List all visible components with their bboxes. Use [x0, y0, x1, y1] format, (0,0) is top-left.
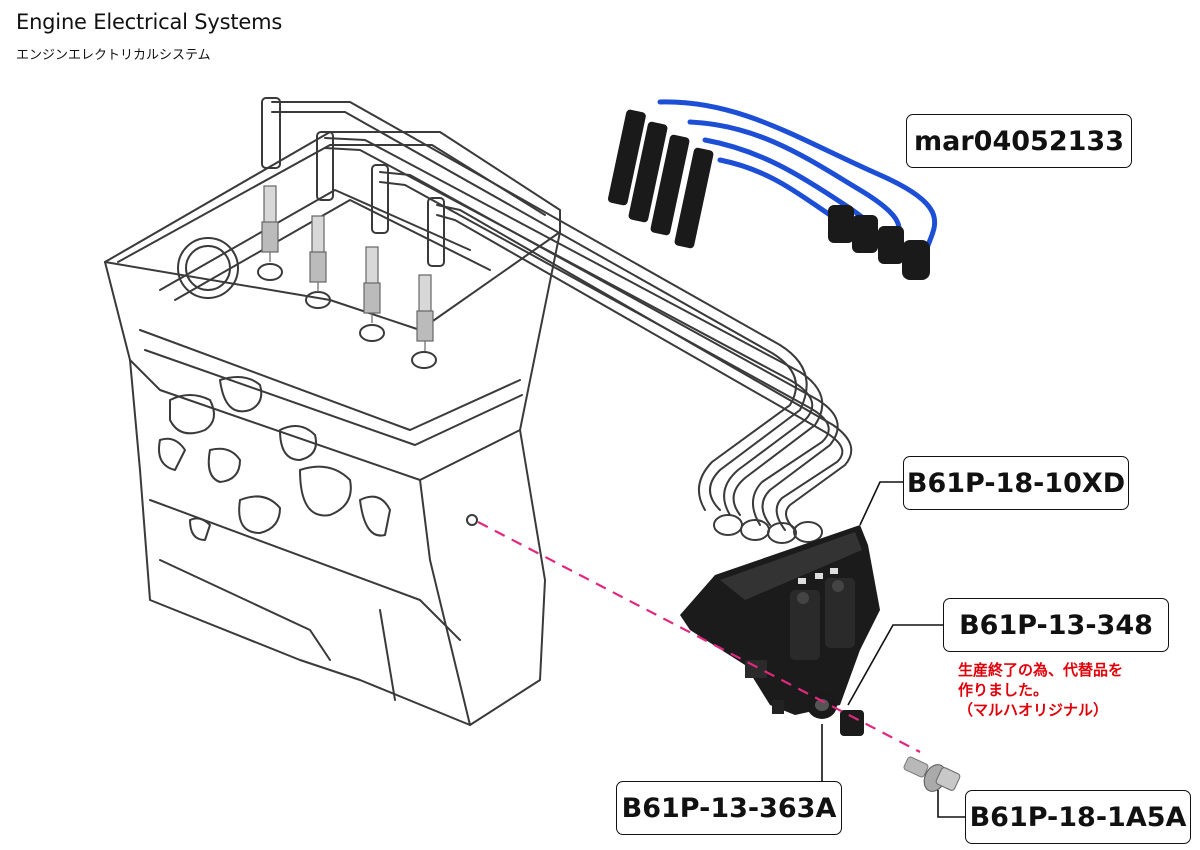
callout-wire-set: mar04052133 [906, 114, 1132, 168]
engine-block-outline [104, 131, 561, 726]
callout-ignition-coil: B61P-18-10XD [903, 456, 1129, 510]
plug-wire-set [607, 99, 938, 280]
note-line-2: 作りました。 [958, 681, 1049, 699]
spark-plugs [261, 185, 434, 351]
note-line-1: 生産終了の為、代替品を [958, 661, 1124, 679]
callout-grommet: B61P-13-363A [616, 781, 842, 835]
spark-plug-3 [363, 246, 381, 323]
spark-plug-2 [309, 215, 327, 292]
bolt [903, 756, 961, 792]
ignition-coil [680, 525, 880, 715]
page-subtitle: エンジンエレクトリカルシステム [16, 48, 211, 63]
bushing [840, 710, 864, 736]
spark-plug-4 [416, 274, 434, 351]
assembly-guide-line [477, 521, 921, 753]
discontinued-note: 生産終了の為、代替品を 作りました。 （マルハオリジナル） [958, 660, 1123, 720]
note-line-3: （マルハオリジナル） [958, 701, 1109, 719]
spark-plug-1 [261, 185, 279, 262]
page-title: Engine Electrical Systems [16, 10, 283, 34]
callout-bolt: B61P-18-1A5A [965, 790, 1191, 844]
grommet [807, 691, 837, 719]
ignition-lead-outlines [261, 97, 853, 544]
callout-bushing: B61P-13-348 [943, 598, 1169, 652]
